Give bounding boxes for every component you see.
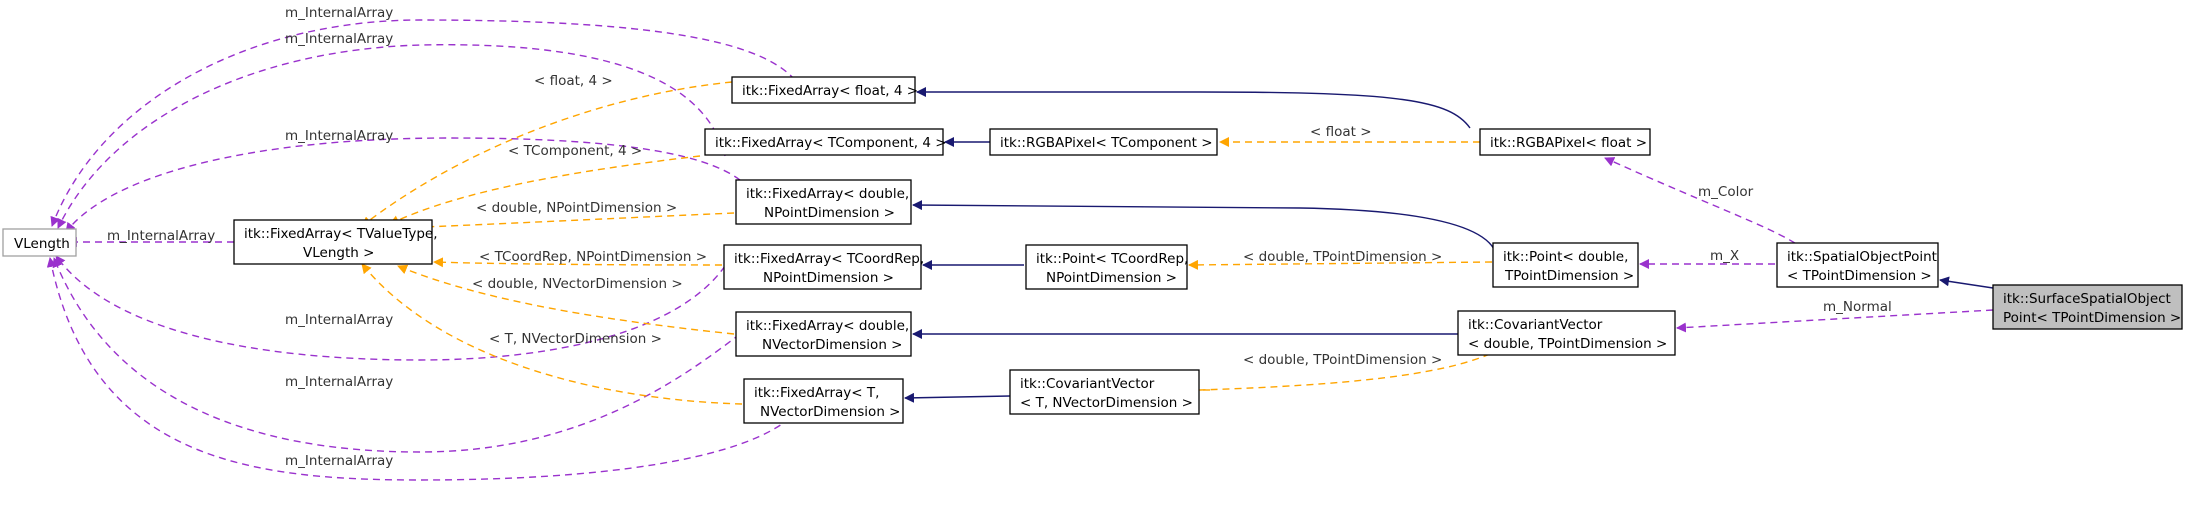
label-double-tpd-point: < double, TPointDimension >: [1243, 249, 1442, 265]
label-float: < float >: [1310, 124, 1372, 140]
node-point-double-tpointdimension[interactable]: itk::Point< double, TPointDimension >: [1492, 242, 1639, 288]
node-label-line-1: itk::FixedArray< TValueType,: [244, 226, 438, 242]
node-rgbapixel-tcomponent[interactable]: itk::RGBAPixel< TComponent >: [989, 128, 1218, 156]
nodes: VLength itk::FixedArray< TValueType, VLe…: [2, 76, 2183, 424]
label-internal-array-3: m_InternalArray: [285, 128, 393, 144]
node-label-line-2: NVectorDimension >: [760, 404, 900, 420]
edge-template-fa-double-npd: [399, 212, 735, 233]
node-rgbapixel-float[interactable]: itk::RGBAPixel< float >: [1479, 128, 1651, 156]
node-covariantvector-t-nvectordimension[interactable]: itk::CovariantVector < T, NVectorDimensi…: [1009, 369, 1200, 415]
label-internal-array-1: m_InternalArray: [285, 5, 393, 21]
node-label-line-2: TPointDimension >: [1504, 268, 1634, 284]
edge-usage-m-color: [1604, 157, 1806, 251]
edge-template-point-double: [1188, 259, 1493, 270]
node-label-line-2: Point< TPointDimension >: [2003, 310, 2181, 326]
node-label-line-1: itk::FixedArray< T,: [754, 385, 879, 401]
node-label-line-1: itk::Point< double,: [1503, 249, 1628, 265]
node-fixedarray-t-nvectordimension[interactable]: itk::FixedArray< T, NVectorDimension >: [743, 378, 904, 424]
node-label: itk::RGBAPixel< float >: [1490, 135, 1647, 151]
node-vlength[interactable]: VLength: [2, 228, 77, 257]
edge-inherit-surface-spatial-point: [1939, 276, 1994, 289]
node-covariantvector-double-tpointdimension[interactable]: itk::CovariantVector < double, TPointDim…: [1457, 310, 1676, 356]
edge-inherit-point-double-fa-double-npd: [912, 200, 1495, 250]
node-label-line-1: itk::FixedArray< TCoordRep,: [734, 251, 924, 267]
node-label-line-2: < double, TPointDimension >: [1468, 336, 1667, 352]
edge-template-fa-t-nvd: [361, 263, 743, 405]
label-internal-array-6: m_InternalArray: [285, 374, 393, 390]
edges: [46, 19, 1994, 481]
node-label-line-1: itk::FixedArray< double,: [746, 318, 909, 334]
node-fixedarray-float-4[interactable]: itk::FixedArray< float, 4 >: [731, 76, 918, 104]
edge-template-fa-float4: [361, 81, 733, 227]
label-internal-array-2: m_InternalArray: [285, 31, 393, 47]
label-double-tpd-covvec: < double, TPointDimension >: [1243, 352, 1442, 368]
node-label-line-2: NPointDimension >: [763, 270, 894, 286]
node-label-line-2: NVectorDimension >: [762, 337, 902, 353]
label-tcomponent4: < TComponent, 4 >: [508, 143, 642, 159]
node-label-line-1: itk::SpatialObjectPoint: [1787, 249, 1937, 265]
node-label-line-2: VLength >: [303, 245, 374, 261]
label-double-nvd: < double, NVectorDimension >: [472, 276, 683, 292]
node-fixedarray-double-npointdimension[interactable]: itk::FixedArray< double, NPointDimension…: [735, 179, 912, 225]
edge-internal-array-fa-tcomp4: [57, 44, 726, 229]
node-label-line-1: itk::SurfaceSpatialObject: [2003, 291, 2171, 307]
node-label: VLength: [14, 236, 70, 252]
node-label: itk::RGBAPixel< TComponent >: [1000, 135, 1213, 151]
node-fixedarray-double-nvectordimension[interactable]: itk::FixedArray< double, NVectorDimensio…: [735, 311, 912, 357]
label-internal-array-5: m_InternalArray: [285, 312, 393, 328]
label-m-normal: m_Normal: [1823, 299, 1892, 315]
label-t-nvd: < T, NVectorDimension >: [489, 331, 662, 347]
label-float4: < float, 4 >: [534, 73, 613, 89]
node-fixedarray-tcomponent-4[interactable]: itk::FixedArray< TComponent, 4 >: [704, 128, 947, 156]
node-label-line-2: < T, NVectorDimension >: [1020, 395, 1193, 411]
label-internal-array-7: m_InternalArray: [285, 453, 393, 469]
node-label-line-2: NPointDimension >: [1046, 270, 1177, 286]
edge-internal-array-fa-t-nvd: [46, 257, 791, 481]
edge-labels: m_InternalArray m_InternalArray m_Intern…: [107, 5, 1892, 469]
edge-internal-array-fa-float4: [50, 19, 796, 227]
label-tcoord-npd: < TCoordRep, NPointDimension >: [479, 249, 707, 265]
edge-template-covvec-double: [1199, 353, 1491, 395]
node-label: itk::FixedArray< float, 4 >: [742, 83, 918, 99]
node-label-line-2: NPointDimension >: [764, 205, 895, 221]
edge-usage-m-normal: [1676, 309, 1994, 333]
label-internal-array-4: m_InternalArray: [107, 228, 215, 244]
node-point-tcoordrep-npointdimension[interactable]: itk::Point< TCoordRep, NPointDimension >: [1025, 244, 1188, 290]
edge-internal-array-fa-tcoord-npd: [55, 255, 726, 361]
node-label-line-1: itk::Point< TCoordRep,: [1036, 251, 1188, 267]
label-double-npd: < double, NPointDimension >: [476, 200, 677, 216]
node-label-line-1: itk::FixedArray< double,: [746, 186, 909, 202]
edge-inherit-rgba-float-fa-float4: [916, 87, 1471, 129]
node-label: itk::FixedArray< TComponent, 4 >: [715, 135, 947, 151]
node-surfacespatialobjectpoint[interactable]: itk::SurfaceSpatialObject Point< TPointD…: [1992, 284, 2183, 330]
node-label-line-1: itk::CovariantVector: [1020, 376, 1155, 392]
edge-internal-array-fa-double-nvd: [52, 257, 741, 453]
label-m-x: m_X: [1710, 248, 1739, 264]
node-spatialobjectpoint[interactable]: itk::SpatialObjectPoint < TPointDimensio…: [1776, 242, 1939, 288]
edge-template-fa-double-nvd: [397, 264, 735, 335]
node-label-line-2: < TPointDimension >: [1787, 268, 1932, 284]
node-fixedarray-tcoordrep-npointdimension[interactable]: itk::FixedArray< TCoordRep, NPointDimens…: [723, 244, 924, 290]
node-label-line-1: itk::CovariantVector: [1468, 317, 1603, 333]
edge-inherit-covvec-t-fa-t-nvd: [904, 392, 1011, 403]
label-m-color: m_Color: [1698, 184, 1754, 200]
node-fixedarray-tvaluetype-vlength[interactable]: itk::FixedArray< TValueType, VLength >: [233, 219, 438, 265]
